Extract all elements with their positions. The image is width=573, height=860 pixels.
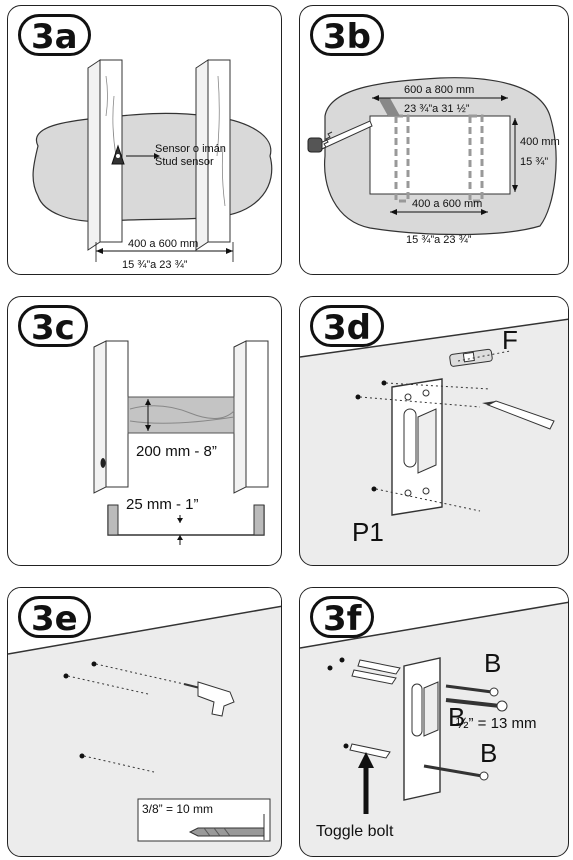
step-badge-3c: 3c — [18, 305, 88, 348]
saw-icon — [307, 120, 373, 153]
bracket-letter: P1 — [352, 517, 384, 547]
toggle-bolt-icon — [349, 743, 391, 759]
stud-spacing-mm: 400 a 600 mm — [412, 198, 483, 210]
panel-3b: 3b 600 a 800 mm 23 ¾”a 31 ½” 400 mm 15 ¾… — [299, 5, 569, 275]
stud-spacing-in: 15 ¾”a 23 ¾” — [122, 259, 188, 271]
stud-spacing-in: 15 ¾”a 23 ¾” — [406, 234, 472, 246]
step-badge-3e: 3e — [18, 596, 91, 639]
step-badge-3b: 3b — [310, 14, 384, 57]
screw-icon — [423, 764, 489, 781]
board-height: 200 mm - 8” — [136, 443, 217, 460]
screw-label-b2: B — [448, 702, 466, 732]
panel-3e: 3e 3/8” = 10 mm — [7, 587, 282, 857]
floor-gap: 25 mm - 1” — [126, 496, 199, 513]
screw-length: ½” = 13 mm — [456, 715, 537, 732]
wall-anchor-icon — [351, 659, 401, 685]
lag-bolt-icon — [445, 698, 508, 712]
height-mm: 400 mm — [520, 136, 560, 148]
level-letter: F — [502, 325, 518, 355]
step-badge-3d: 3d — [310, 305, 384, 348]
wall-layout-illustration — [307, 77, 557, 236]
panel-3c: 3c 200 mm - 8” 25 mm - 1” — [7, 296, 282, 566]
stud-sensor-icon — [111, 144, 125, 165]
stud-spacing-mm: 400 a 600 mm — [128, 238, 199, 250]
panel-3a: 3a Sensor o imán Stud sensor 400 a 600 m… — [7, 5, 282, 275]
step-badge-3a: 3a — [18, 14, 91, 57]
sensor-label-en: Stud sensor — [155, 156, 214, 168]
screw-icon — [445, 684, 499, 697]
sensor-label-es: Sensor o imán — [155, 143, 226, 155]
stud-wall-illustration — [32, 59, 273, 262]
drill-bit-icon — [188, 814, 265, 840]
level-icon — [449, 348, 493, 367]
step-badge-3f: 3f — [310, 596, 375, 639]
drill-icon — [183, 681, 235, 717]
width-mm: 600 a 800 mm — [404, 84, 475, 96]
panel-3d: 3d F P1 — [299, 296, 569, 566]
backing-board-illustration — [93, 340, 269, 545]
panel-3f: 3f B B B ½” = 13 mm Toggle bolt — [299, 587, 569, 857]
screw-label-b3: B — [480, 738, 498, 768]
height-in: 15 ¾” — [520, 156, 549, 168]
pencil-icon — [482, 400, 555, 430]
toggle-bolt-label: Toggle bolt — [316, 823, 394, 840]
width-in: 23 ¾”a 31 ½” — [404, 103, 470, 115]
drill-bit-size: 3/8” = 10 mm — [142, 802, 214, 816]
screw-label-b1: B — [484, 648, 502, 678]
